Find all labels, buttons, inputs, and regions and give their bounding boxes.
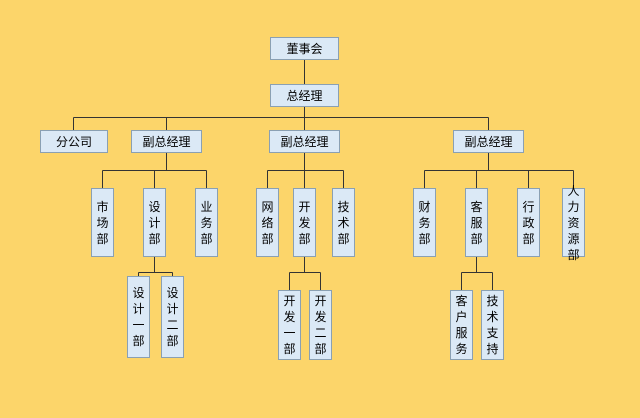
node-design-dept: 设计部 xyxy=(143,188,166,257)
node-vice-gm-3: 副总经理 xyxy=(453,130,524,153)
node-hr-dept: 人力资源部 xyxy=(562,184,585,262)
node-development-dept: 开发部 xyxy=(293,188,316,257)
node-vice-gm-1: 副总经理 xyxy=(131,130,202,153)
node-technology-dept: 技术部 xyxy=(332,188,355,257)
node-design-dept-1: 设计一部 xyxy=(127,276,150,358)
node-development-dept-2: 开发二部 xyxy=(309,290,332,360)
node-market-dept: 市场部 xyxy=(91,188,114,257)
node-admin-dept: 行政部 xyxy=(517,188,540,257)
node-customer-service-dept: 客服部 xyxy=(465,188,488,257)
node-technical-support: 技术支持 xyxy=(481,290,504,360)
node-customer-service: 客户服务 xyxy=(450,290,473,360)
node-finance-dept: 财务部 xyxy=(413,188,436,257)
node-network-dept: 网络部 xyxy=(256,188,279,257)
node-vice-gm-2: 副总经理 xyxy=(269,130,340,153)
node-design-dept-2: 设计二部 xyxy=(161,276,184,358)
node-business-dept: 业务部 xyxy=(195,188,218,257)
node-development-dept-1: 开发一部 xyxy=(278,290,301,360)
node-board: 董事会 xyxy=(270,37,339,60)
node-branch-office: 分公司 xyxy=(40,130,108,153)
node-general-manager: 总经理 xyxy=(270,84,339,107)
